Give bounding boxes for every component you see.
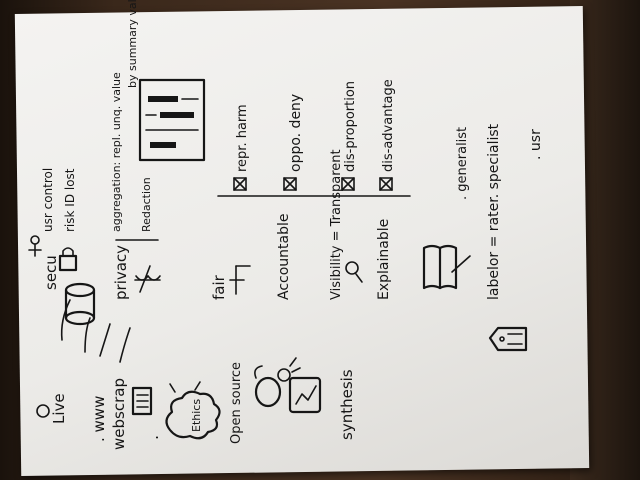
oppo-deny-label: oppo. deny — [288, 94, 304, 172]
synthesis-drawing-icon — [254, 357, 301, 408]
explainable-label: Explainable — [376, 219, 392, 300]
usr-control-label: usr control — [41, 168, 55, 232]
accountable-label: Accountable — [276, 214, 292, 301]
usr-label: . usr — [528, 129, 544, 160]
person-icon — [28, 235, 42, 257]
aggregation-label: aggregation: repl. unq. value — [110, 72, 123, 232]
source-live: Live — [36, 393, 68, 424]
chart-card-icon — [288, 376, 322, 414]
lock-icon — [58, 247, 78, 272]
scales-icon — [134, 265, 161, 293]
repr-harm-label: repr. harm — [235, 104, 250, 172]
privacy-label: privacy — [112, 245, 130, 300]
dis-advantage-label: dis-advantage — [381, 79, 396, 172]
generalist-label: . generalist — [455, 127, 470, 200]
tag-icon — [488, 326, 528, 352]
labelor-label: labelor = rater. specialist — [486, 123, 502, 300]
document-icon — [131, 386, 153, 416]
source-webscrap-label: webscrap — [110, 378, 128, 450]
source-live-label: Live — [50, 393, 68, 424]
secu-label: secu — [42, 255, 60, 290]
checkbox-dis-advantage — [379, 177, 393, 191]
source-www-label: . www — [90, 396, 108, 442]
book-pen-icon — [422, 244, 471, 290]
source-bullet: . — [143, 435, 162, 440]
clock-icon — [36, 404, 50, 418]
checkbox-repr-harm — [233, 177, 247, 191]
redaction-label: Redaction — [140, 177, 153, 232]
checkbox-dis-proportion — [341, 177, 355, 191]
checkbox-oppo-deny — [283, 177, 297, 191]
cloud-icon: Ethics — [165, 381, 221, 440]
redacted-document-icon — [138, 78, 206, 162]
database-icon — [64, 282, 96, 326]
magnifier-icon — [345, 261, 363, 283]
cloud-label: Ethics — [190, 399, 203, 432]
visibility-label: Visibility = Transparent — [329, 149, 344, 300]
connector-lines — [60, 299, 131, 363]
dis-proportion-label: dis-proportion — [343, 81, 358, 172]
fair-label: fair — [210, 274, 228, 300]
by-summary-label: by summary val. — [126, 0, 139, 88]
risk-id-lost-label: risk ID lost — [63, 168, 77, 232]
balance-icon — [229, 265, 251, 295]
source-open-label: Open source — [229, 362, 244, 444]
source-synthesis-label: synthesis — [338, 369, 356, 440]
